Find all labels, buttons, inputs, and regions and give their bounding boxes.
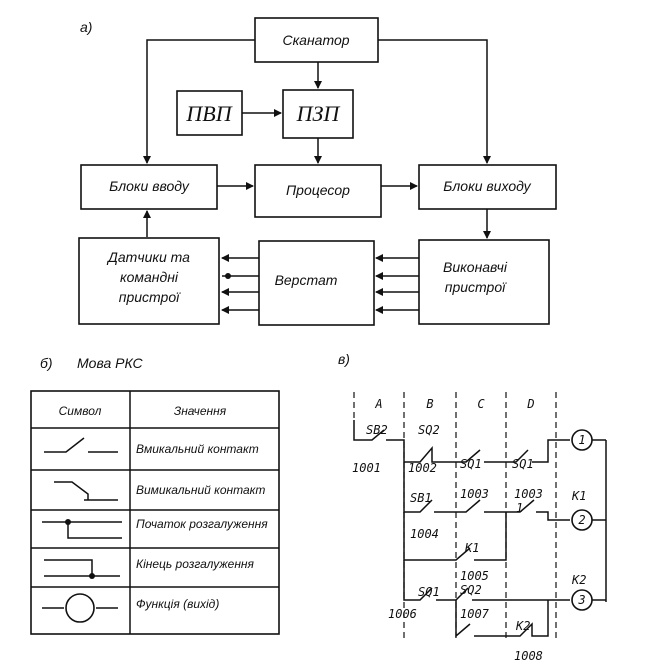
rks-title: Мова РКС xyxy=(77,355,144,371)
ladder-diagram: в) A B C D 1 2 xyxy=(338,351,607,663)
table-row-meaning: Початок розгалуження xyxy=(136,517,268,531)
svg-text:Верстат: Верстат xyxy=(275,272,338,288)
branch-start-icon xyxy=(42,519,122,539)
table-row-meaning: Функція (вихід) xyxy=(136,597,219,611)
part-b-label: б) xyxy=(40,355,53,371)
address-label: 1003 xyxy=(514,487,543,501)
address-label: 1003 xyxy=(460,487,489,501)
part-a-label: а) xyxy=(80,19,92,35)
actuators-to-machine-arrows xyxy=(375,254,419,314)
machine-to-sensors-arrows xyxy=(221,254,259,314)
contact-label: SQ1 xyxy=(418,585,440,599)
coil-label: K1 xyxy=(571,489,586,503)
svg-text:Процесор: Процесор xyxy=(286,182,350,198)
input-block: Блоки вводу xyxy=(80,164,218,210)
connections xyxy=(143,39,491,314)
address-label: 1008 xyxy=(514,649,543,663)
address-label: 1002 xyxy=(408,461,437,475)
branch-end-icon xyxy=(44,559,120,579)
svg-text:командні: командні xyxy=(120,269,179,285)
meaning-header: Значення xyxy=(174,404,227,418)
symbol-header: Символ xyxy=(59,404,102,418)
contact-label: K2 xyxy=(515,619,530,633)
contact-label: K1 xyxy=(464,541,479,555)
cpu-block: Процесор xyxy=(254,164,382,218)
scanner-to-output-arrow xyxy=(378,39,491,164)
sensors-block: Датчики та командні пристрої xyxy=(78,237,220,325)
address-label: 1005 xyxy=(460,569,489,583)
address-label: 1004 xyxy=(410,527,439,541)
output-number: 2 xyxy=(578,513,585,527)
svg-text:Сканатор: Сканатор xyxy=(282,32,349,48)
sub-label: 1 xyxy=(516,501,523,515)
pzp-block: ПЗП xyxy=(282,89,354,139)
machine-block: Верстат xyxy=(258,240,375,326)
address-label: 1001 xyxy=(352,461,381,475)
address-label: 1006 xyxy=(388,607,417,621)
part-c-label: в) xyxy=(338,351,350,367)
scanner-to-input-arrow xyxy=(143,39,255,164)
column-label: D xyxy=(526,397,534,411)
svg-text:Блоки виходу: Блоки виходу xyxy=(443,178,531,194)
normally-open-contact-icon xyxy=(44,437,118,453)
pvp-block: ПВП xyxy=(176,90,243,136)
contact-label: SB2 xyxy=(366,423,388,437)
contact-label: SB1 xyxy=(410,491,432,505)
svg-text:Блоки вводу: Блоки вводу xyxy=(109,178,190,194)
svg-text:Виконавчі: Виконавчі xyxy=(443,259,508,275)
contact-label: SQ2 xyxy=(418,423,440,437)
column-label: B xyxy=(426,397,433,411)
coil-label: K2 xyxy=(571,573,586,587)
contact-label: SQ1 xyxy=(460,457,482,471)
output-block: Блоки виходу xyxy=(418,164,557,210)
table-row-meaning: Вимикальний контакт xyxy=(136,483,265,497)
contact-label: SQ2 xyxy=(460,583,482,597)
table-row-meaning: Кінець розгалуження xyxy=(136,557,255,571)
svg-text:ПВП: ПВП xyxy=(185,101,232,126)
svg-text:Датчики та: Датчики та xyxy=(106,249,190,265)
table-row-meaning: Вмикальний контакт xyxy=(136,442,259,456)
coil-output-icon xyxy=(42,593,118,623)
output-number: 1 xyxy=(578,433,585,447)
column-label: C xyxy=(477,397,485,411)
svg-text:пристрої: пристрої xyxy=(445,279,507,295)
svg-text:пристрої: пристрої xyxy=(119,289,181,305)
address-label: 1007 xyxy=(460,607,490,621)
svg-text:ПЗП: ПЗП xyxy=(296,101,341,126)
rks-symbol-table: б) Мова РКС Символ Значення Вмикальний к… xyxy=(30,355,280,635)
normally-closed-contact-icon xyxy=(54,481,118,501)
contact-label: SQ1 xyxy=(512,457,534,471)
block-diagram: а) xyxy=(78,17,557,326)
scanner-block: Сканатор xyxy=(254,17,379,63)
actuators-block: Виконавчі пристрої xyxy=(418,239,550,325)
output-number: 3 xyxy=(577,593,585,607)
column-label: A xyxy=(374,397,382,411)
